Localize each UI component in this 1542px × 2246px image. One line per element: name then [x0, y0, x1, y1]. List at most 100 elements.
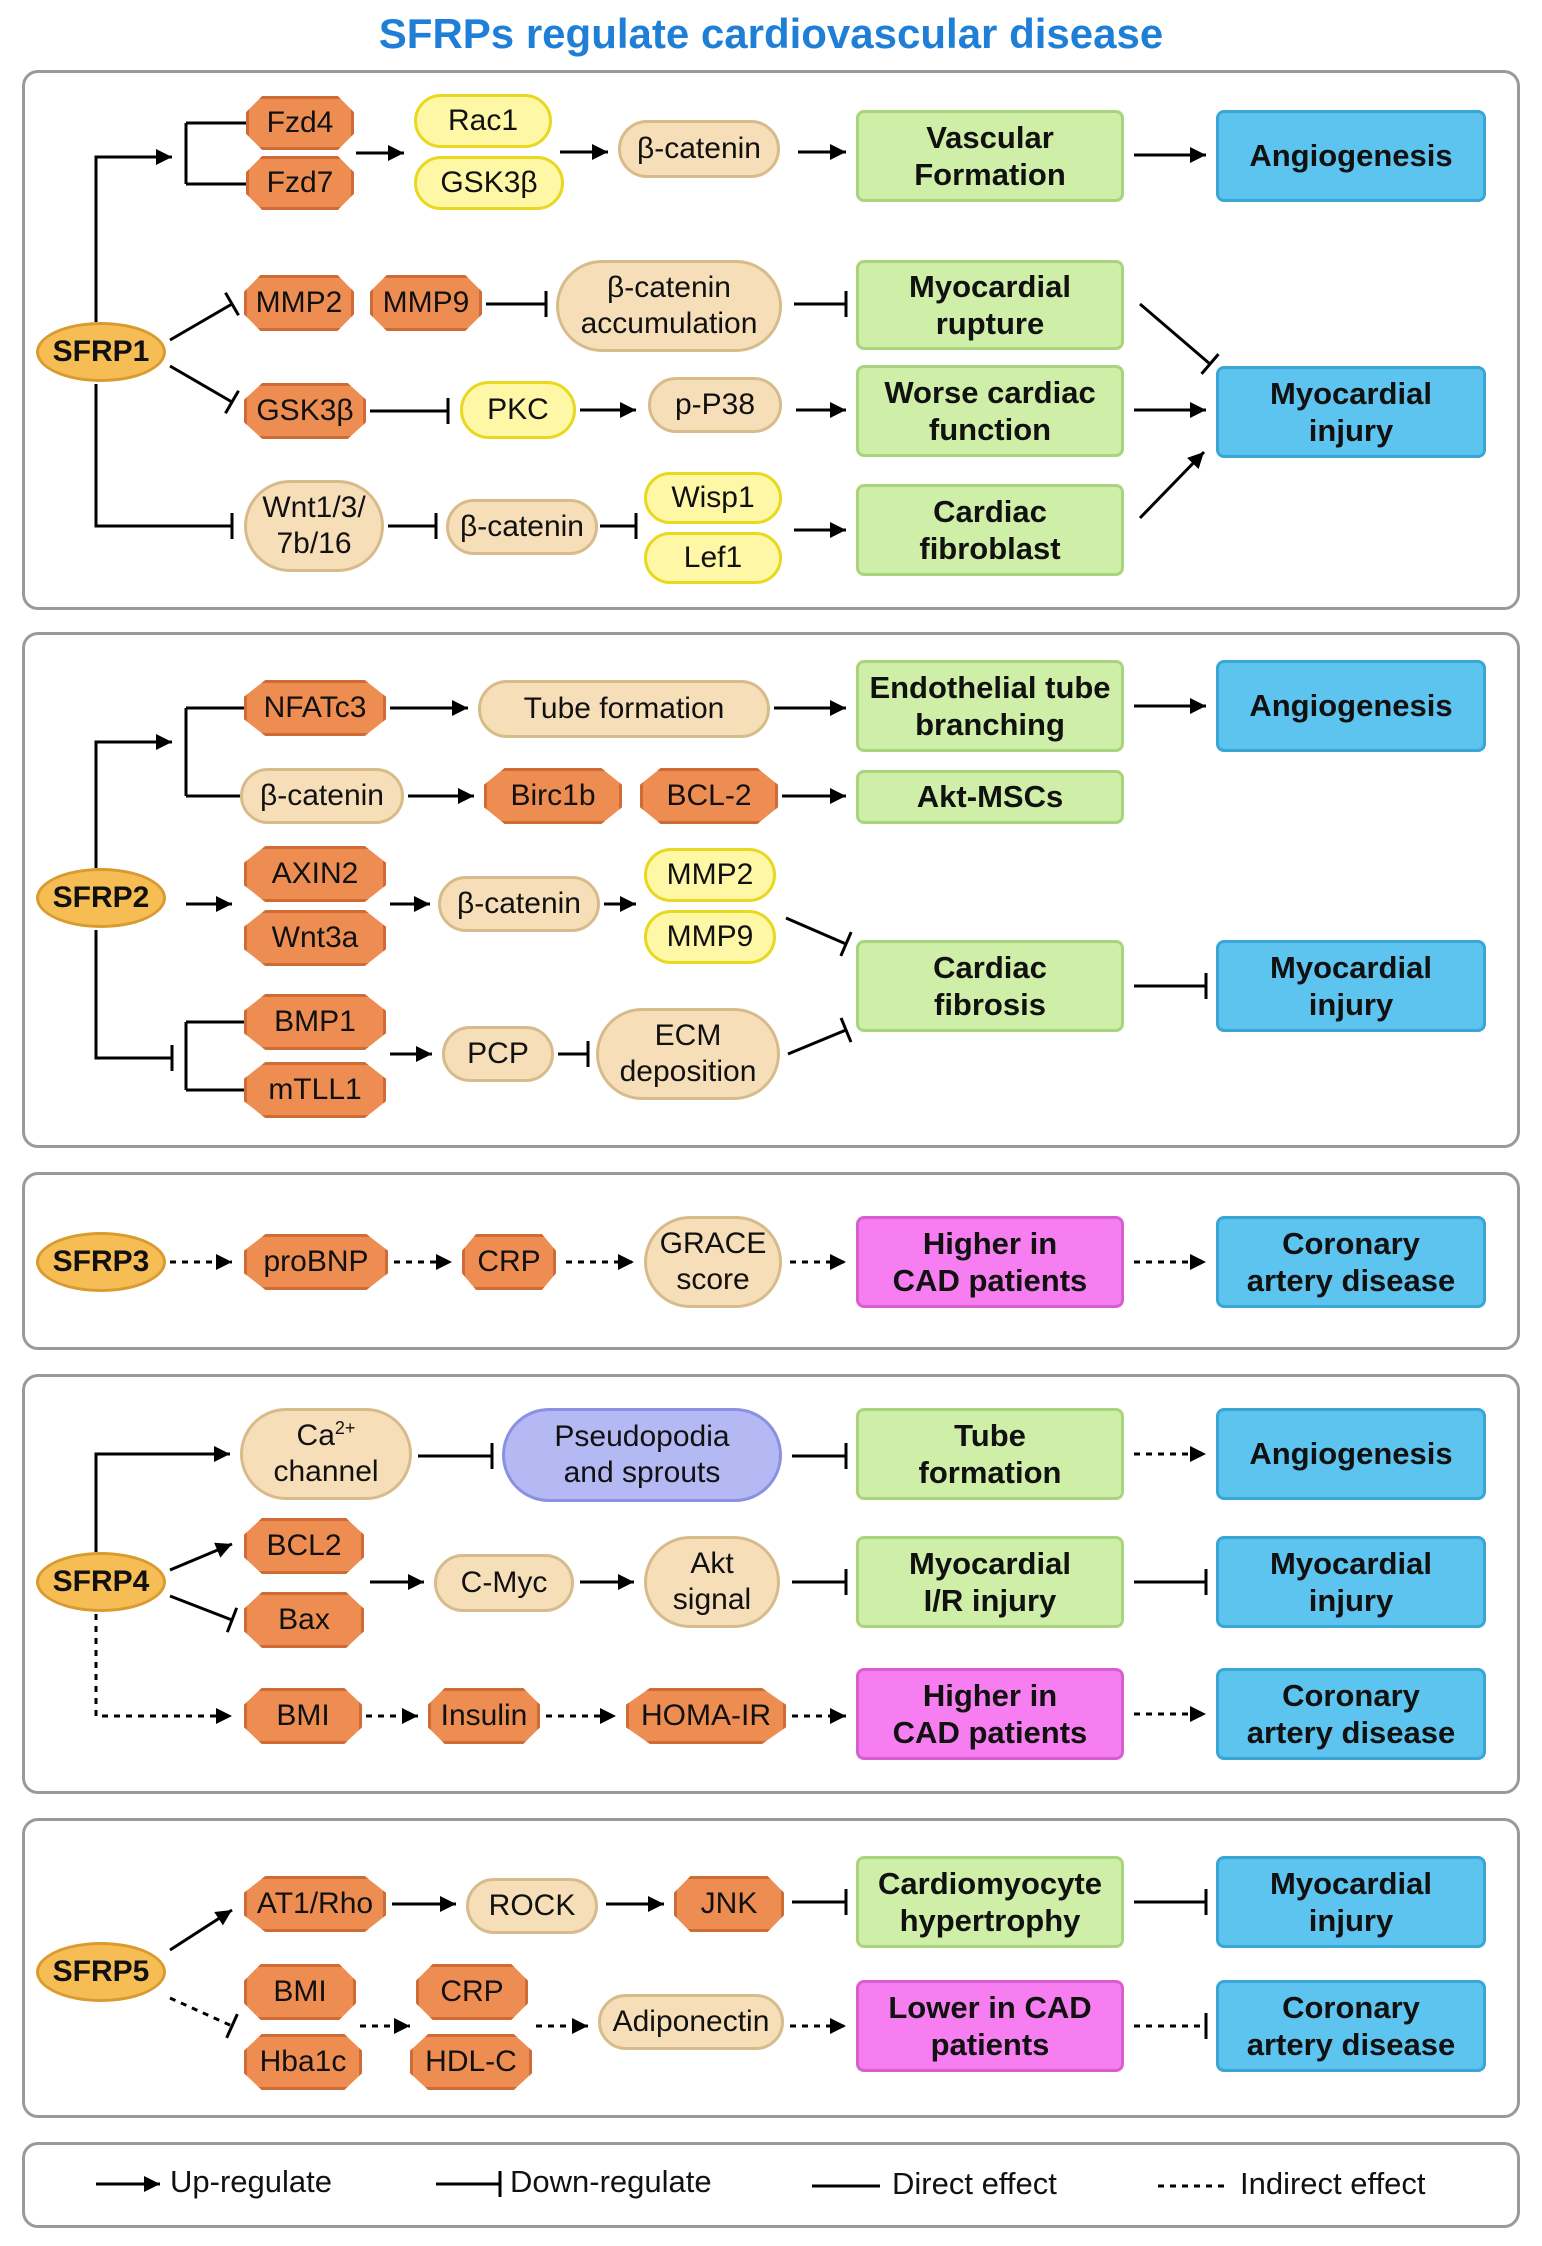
arrow-head-72: [416, 1046, 432, 1062]
node-mtll1: mTLL1: [244, 1062, 386, 1118]
node-lower-in-cad: Lower in CAD patients: [856, 1980, 1124, 2072]
arrow-head-130: [394, 2018, 410, 2034]
arrow-head-138: [144, 2176, 160, 2192]
arrow-head-112: [600, 1708, 616, 1724]
node-coronary-artery-disease-2: Coronary artery disease: [1216, 1668, 1486, 1760]
node-sfrp3: SFRP3: [36, 1232, 166, 1292]
node-fzd7: Fzd7: [246, 156, 354, 210]
arrow-head-86: [1190, 1254, 1206, 1270]
connector-line-16: [224, 390, 240, 414]
arrow-head-42: [156, 734, 172, 750]
arrow-head-82: [618, 1254, 634, 1270]
connector-line-107: [94, 1614, 232, 1718]
connector-line-62: [785, 916, 847, 946]
arrow-head-61: [620, 896, 636, 912]
arrow-head-40: [830, 522, 846, 538]
node-hdl-c: HDL-C: [410, 2034, 532, 2090]
connector-line-29: [1139, 302, 1211, 366]
ca-charge: 2+: [334, 1418, 356, 1438]
node-sfrp5: SFRP5: [36, 1942, 166, 2002]
node-mmp2-2: MMP2: [644, 848, 776, 902]
node-adiponectin: Adiponectin: [598, 1994, 784, 2050]
node-axin2: AXIN2: [244, 846, 386, 902]
arrow-head-55: [830, 788, 846, 804]
node-insulin: Insulin: [428, 1688, 540, 1744]
node-crp-1: CRP: [462, 1234, 556, 1290]
node-bmi-2: BMI: [244, 1964, 356, 2020]
channel-label: channel: [273, 1455, 379, 1488]
arrow-head-6: [388, 145, 404, 161]
node-mmp9-2: MMP9: [644, 910, 776, 964]
arrow-head-80: [436, 1254, 452, 1270]
node-tube-formation-2: Tube formation: [856, 1408, 1124, 1500]
arrow-head-10: [830, 144, 846, 160]
connector-line-76: [839, 1017, 853, 1043]
arrow-head-28: [1190, 402, 1206, 418]
arrow-head-88: [214, 1446, 230, 1462]
node-fzd4: Fzd4: [246, 96, 354, 150]
connector-line-75: [787, 1028, 847, 1056]
arrow-head-1: [156, 149, 172, 165]
node-sfrp4: SFRP4: [36, 1552, 166, 1612]
node-homa-ir: HOMA-IR: [626, 1688, 786, 1744]
arrow-head-12: [1190, 147, 1206, 163]
arrow-head-47: [452, 700, 468, 716]
node-rock: ROCK: [466, 1878, 598, 1934]
node-sfrp2: SFRP2: [36, 868, 166, 928]
arrow-head-110: [402, 1708, 418, 1724]
node-beta-catenin-accumulation: β-catenin accumulation: [556, 260, 782, 352]
node-mmp2-1: MMP2: [244, 275, 354, 331]
node-probnp: proBNP: [244, 1234, 388, 1290]
node-akt-signal: Akt signal: [644, 1536, 780, 1628]
node-c-myc: C-Myc: [434, 1554, 574, 1612]
connector-line-128: [225, 2013, 239, 2039]
arrow-head-53: [458, 788, 474, 804]
node-beta-catenin-3: β-catenin: [240, 768, 404, 824]
node-bax: Bax: [244, 1592, 364, 1648]
node-jnk: JNK: [674, 1876, 784, 1932]
legend-up-regulate: Up-regulate: [170, 2164, 332, 2199]
legend-direct-effect: Direct effect: [892, 2166, 1057, 2201]
node-myocardial-ir-injury: Myocardial I/R injury: [856, 1536, 1124, 1628]
node-mmp9-1: MMP9: [370, 275, 482, 331]
node-endothelial-tube-branching: Endothelial tube branching: [856, 660, 1124, 752]
node-gsk3b-2: GSK3β: [244, 383, 366, 439]
node-akt-mscs: Akt-MSCs: [856, 770, 1124, 824]
arrow-head-102: [618, 1574, 634, 1590]
connector-line-98: [225, 1607, 239, 1633]
node-bmp1: BMP1: [244, 994, 386, 1050]
node-ca-channel: Ca2+ channel: [240, 1408, 412, 1500]
arrow-head-49: [830, 700, 846, 716]
arrow-head-114: [830, 1708, 846, 1724]
arrow-head-132: [572, 2018, 588, 2034]
arrow-head-78: [216, 1254, 232, 1270]
node-tube-formation-1: Tube formation: [478, 680, 770, 738]
node-coronary-artery-disease-3: Coronary artery disease: [1216, 1980, 1486, 2072]
node-crp-2: CRP: [416, 1964, 528, 2020]
connector-line-30: [1200, 353, 1220, 375]
node-gsk3b-1: GSK3β: [414, 156, 564, 210]
connector-line-33: [94, 384, 232, 528]
node-wisp1: Wisp1: [644, 472, 782, 524]
arrow-head-32: [1187, 452, 1204, 470]
arrow-head-116: [1190, 1706, 1206, 1722]
node-nfatc3: NFATc3: [244, 680, 386, 736]
node-worse-cardiac-function: Worse cardiac function: [856, 365, 1124, 457]
node-beta-catenin-1: β-catenin: [618, 120, 780, 178]
node-coronary-artery-disease-1: Coronary artery disease: [1216, 1216, 1486, 1308]
node-myocardial-injury-1: Myocardial injury: [1216, 366, 1486, 458]
arrow-head-24: [620, 402, 636, 418]
node-myocardial-injury-2: Myocardial injury: [1216, 940, 1486, 1032]
arrow-head-59: [414, 896, 430, 912]
connector-line-97: [169, 1594, 233, 1622]
node-pkc: PKC: [460, 381, 576, 439]
node-bmi-1: BMI: [244, 1688, 362, 1744]
node-vascular-formation: Vascular Formation: [856, 110, 1124, 202]
arrow-head-120: [440, 1896, 456, 1912]
connector-line-127: [169, 1996, 233, 2028]
panel-legend: [22, 2142, 1520, 2228]
connector-line-13: [169, 302, 233, 342]
ca-label: Ca: [296, 1419, 335, 1452]
arrow-head-134: [830, 2018, 846, 2034]
